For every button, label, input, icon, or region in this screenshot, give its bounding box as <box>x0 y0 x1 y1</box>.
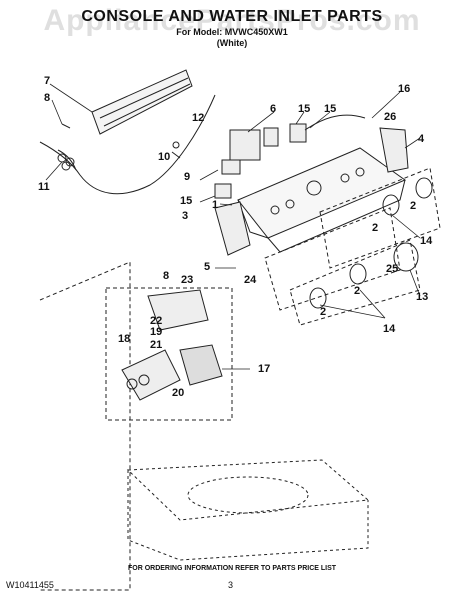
callout: 2 <box>354 285 360 297</box>
color-line: (White) <box>216 38 248 48</box>
callout: 20 <box>172 387 184 399</box>
callout: 8 <box>163 270 169 282</box>
callout: 24 <box>244 274 257 286</box>
callout: 2 <box>372 222 378 234</box>
callout: 2 <box>410 200 416 212</box>
callout: 18 <box>118 333 130 345</box>
watermark: AppliancePartsPros.com <box>43 4 421 37</box>
end-cap <box>214 201 251 256</box>
dashed-groups <box>39 167 441 591</box>
callout: 22 <box>150 315 162 327</box>
callout: 15 <box>180 195 192 207</box>
page-title: CONSOLE AND WATER INLET PARTS <box>81 8 383 25</box>
callout: 23 <box>181 274 193 286</box>
callout: 16 <box>398 83 410 95</box>
model-line: For Model: MVWC450XW1 <box>176 27 288 37</box>
callout: 21 <box>150 339 162 351</box>
callout: 15 <box>298 103 310 115</box>
callout: 7 <box>44 75 50 87</box>
callout: 1 <box>212 199 218 211</box>
callout: 8 <box>44 92 50 104</box>
callout: 6 <box>270 103 276 115</box>
callout: 14 <box>383 323 396 335</box>
callout: 3 <box>182 210 188 222</box>
callout: 17 <box>258 363 270 375</box>
page-number: 3 <box>228 580 234 590</box>
screws-top <box>61 123 181 159</box>
console-panel <box>237 147 407 253</box>
leader-lines <box>45 83 421 370</box>
timer-assembly <box>214 114 366 199</box>
callout: 10 <box>158 151 170 163</box>
callout: 26 <box>384 111 396 123</box>
callout: 4 <box>418 133 425 145</box>
callout: 15 <box>324 103 336 115</box>
callout: 25 <box>386 263 398 275</box>
callout: 12 <box>192 112 204 124</box>
callout: 5 <box>204 261 210 273</box>
inlet-valve-group <box>105 287 233 421</box>
callout: 11 <box>38 181 50 193</box>
ordering-info: FOR ORDERING INFORMATION REFER TO PARTS … <box>127 565 337 572</box>
callout: 13 <box>416 291 428 303</box>
rear-panel <box>91 69 193 135</box>
callout: 9 <box>184 171 190 183</box>
right-bracket <box>379 127 409 173</box>
cabinet-top <box>126 459 370 561</box>
callout: 19 <box>150 326 162 338</box>
doc-code: W10411455 <box>6 580 54 590</box>
callout: 14 <box>420 235 433 247</box>
callout: 2 <box>320 306 326 318</box>
